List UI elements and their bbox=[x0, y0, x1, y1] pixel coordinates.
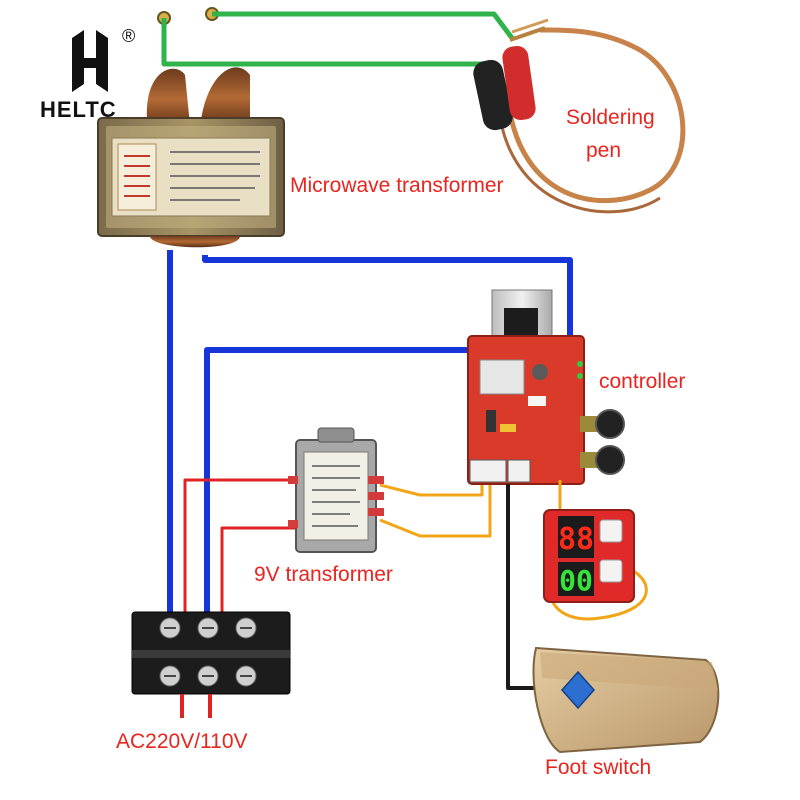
display-top-digits: 88 bbox=[558, 522, 594, 557]
label-soldering-pen-line2: pen bbox=[586, 139, 622, 162]
soldering-pen bbox=[473, 18, 686, 214]
registered-mark: ® bbox=[122, 26, 136, 46]
label-foot-switch: Foot switch bbox=[545, 756, 652, 779]
secondary-wire-bottom bbox=[161, 18, 496, 74]
foot-switch bbox=[532, 646, 720, 754]
display-bottom-digits: 00 bbox=[559, 564, 593, 597]
display-module bbox=[543, 509, 635, 603]
mains-wire-mot-right bbox=[202, 255, 573, 352]
label-power-input: AC220V/110V bbox=[116, 730, 248, 753]
label-soldering-pen-line1: Soldering bbox=[566, 106, 655, 129]
ac9v-wire-1 bbox=[379, 465, 484, 497]
microwave-transformer bbox=[97, 67, 285, 248]
heltc-logo-icon bbox=[72, 30, 108, 92]
terminal-block bbox=[131, 611, 291, 695]
foot-switch-cable bbox=[506, 484, 540, 690]
ac9v-wire-2 bbox=[379, 465, 492, 538]
label-microwave-transformer: Microwave transformer bbox=[290, 174, 504, 197]
brand-name: HELTC bbox=[40, 97, 117, 122]
secondary-wire-top bbox=[212, 11, 514, 40]
mains-wire-controller bbox=[204, 347, 476, 625]
primary-wire-2 bbox=[220, 526, 296, 625]
label-9v-transformer: 9V transformer bbox=[254, 563, 393, 586]
primary-wire-1 bbox=[183, 478, 296, 625]
label-controller: controller bbox=[599, 370, 686, 393]
9v-transformer bbox=[288, 427, 384, 553]
controller-board bbox=[467, 289, 625, 485]
